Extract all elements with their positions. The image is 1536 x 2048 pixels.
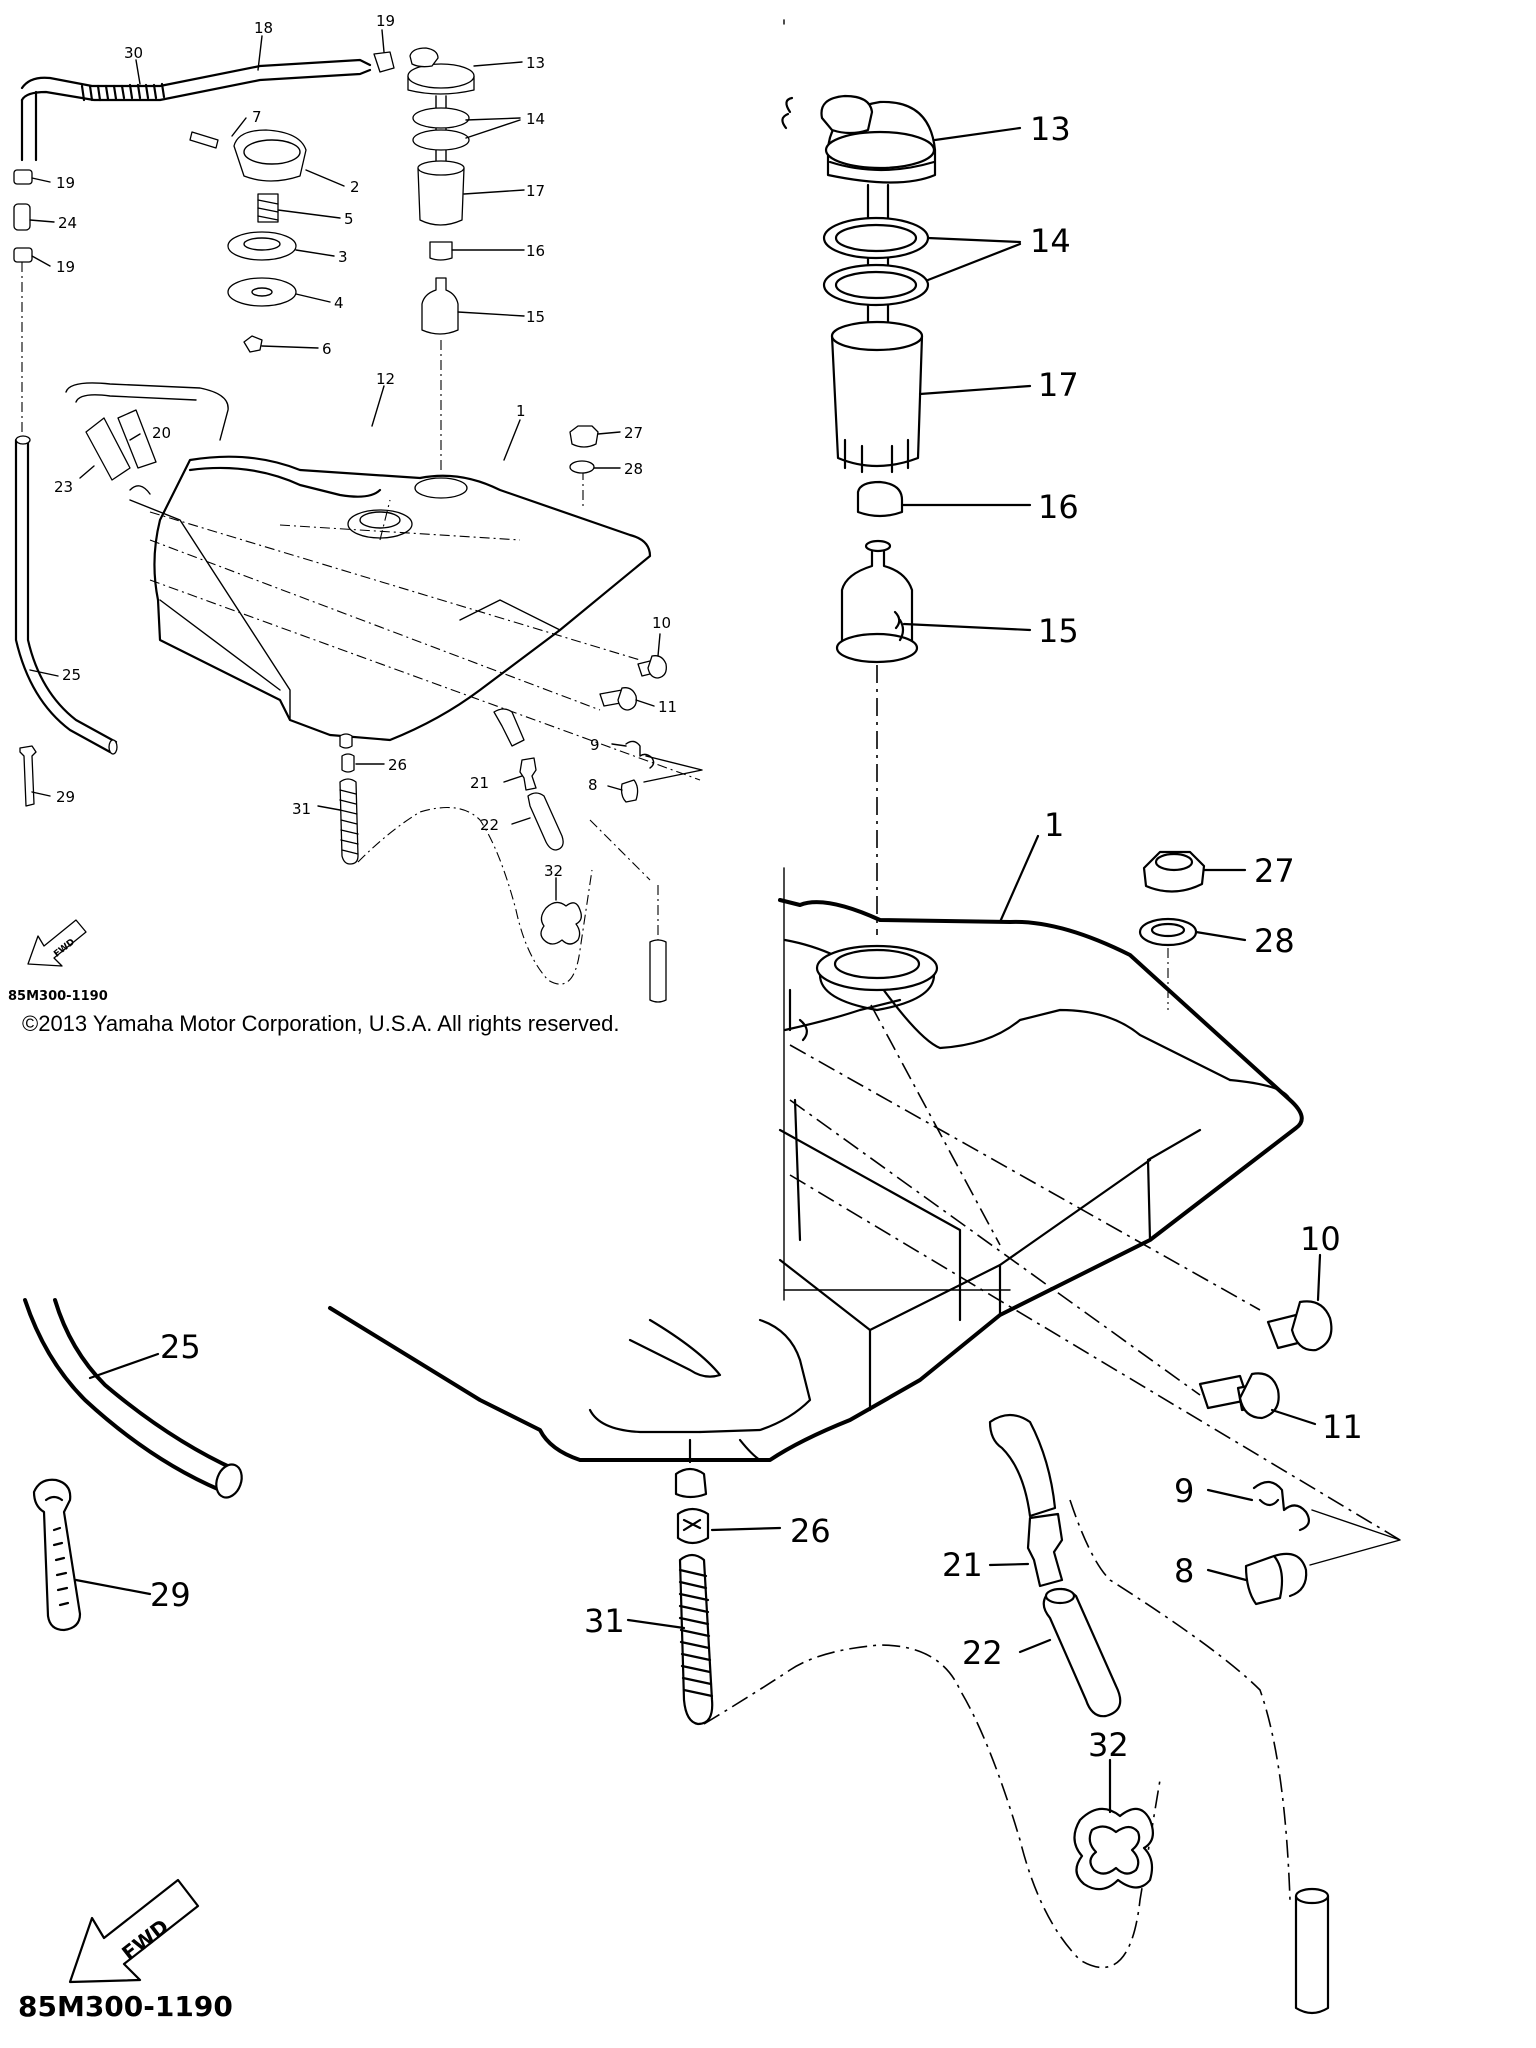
small-callout-1: 1	[516, 402, 526, 420]
callout-8: 8	[1174, 1552, 1194, 1590]
callout-22: 22	[962, 1634, 1003, 1672]
callout-9: 9	[1174, 1472, 1194, 1510]
grommet-part-32	[1073, 1807, 1155, 1891]
small-callout-13: 13	[526, 54, 545, 72]
elbow-hose-part-top	[988, 1413, 1057, 1518]
copyright-notice: ©2013 Yamaha Motor Corporation, U.S.A. A…	[22, 1011, 620, 1036]
spring-hose-part-31	[678, 1553, 714, 1726]
hose-part-25	[23, 1298, 243, 1499]
callout-32: 32	[1088, 1726, 1129, 1764]
small-callout-leaders	[29, 29, 661, 901]
washer-part-28	[1138, 917, 1198, 947]
small-callout-6: 6	[322, 340, 332, 358]
callout-16: 16	[1038, 488, 1079, 526]
nut-part-27	[1142, 850, 1206, 893]
callout-1: 1	[1044, 806, 1064, 844]
small-callout-27: 27	[624, 424, 643, 442]
small-callout-32: 32	[544, 862, 563, 880]
small-callout-24: 24	[58, 214, 77, 232]
bolt-part-11	[1198, 1372, 1280, 1420]
callout-25: 25	[160, 1328, 201, 1366]
small-callout-14: 14	[526, 110, 545, 128]
callout-27: 27	[1254, 852, 1295, 890]
small-callout-31: 31	[292, 800, 311, 818]
small-callout-9: 9	[590, 736, 600, 754]
small-callout-10: 10	[652, 614, 671, 632]
small-callouts: 18 19 30 13 14 7 2 17 19 5 16 24 3 19 15…	[54, 12, 677, 880]
small-callout-11: 11	[658, 698, 677, 716]
tie-part-29	[32, 1478, 82, 1632]
small-callout-8: 8	[588, 776, 598, 794]
callout-11: 11	[1322, 1408, 1363, 1446]
drain-fitting-part-26	[674, 1467, 710, 1545]
small-callout-25: 25	[62, 666, 81, 684]
hose-part-22	[1042, 1587, 1122, 1718]
fitting-part-21	[1026, 1512, 1064, 1588]
small-callout-3: 3	[338, 248, 348, 266]
callout-29: 29	[150, 1576, 191, 1614]
clip-part-16	[856, 480, 904, 518]
small-callout-12: 12	[376, 370, 395, 388]
clip-part-9	[1252, 1480, 1310, 1532]
small-callout-21: 21	[470, 774, 489, 792]
callout-14: 14	[1030, 222, 1071, 260]
part-code-large: 85M300-1190	[18, 1990, 233, 2023]
small-callout-16: 16	[526, 242, 545, 260]
fwd-arrow-large-icon: FWD	[68, 1878, 200, 1984]
small-callout-17: 17	[526, 182, 545, 200]
small-callout-18: 18	[254, 19, 273, 37]
small-callout-4: 4	[334, 294, 344, 312]
small-callout-22: 22	[480, 816, 499, 834]
small-overview-drawing: FWD	[13, 47, 703, 1003]
sleeve-part-17	[830, 334, 924, 468]
callout-10: 10	[1300, 1220, 1341, 1258]
small-callout-20: 20	[152, 424, 171, 442]
callout-21: 21	[942, 1546, 983, 1584]
small-callout-2: 2	[350, 178, 360, 196]
small-callout-15: 15	[526, 308, 545, 326]
large-callouts: 13 14 17 16 15 1 27 28 10 11 9 8 25 29 2…	[150, 110, 1363, 1764]
pipe-part-bottom	[1294, 1887, 1330, 2015]
bolt-part-10	[1266, 1300, 1333, 1352]
small-callout-30: 30	[124, 44, 143, 62]
small-callout-19c: 19	[56, 258, 75, 276]
small-callout-5: 5	[344, 210, 354, 228]
small-callout-23: 23	[54, 478, 73, 496]
part-code-small: 85M300-1190	[8, 989, 108, 1004]
small-callout-26: 26	[388, 756, 407, 774]
small-callout-28: 28	[624, 460, 643, 478]
large-fuel-tank-part-1	[328, 867, 1304, 1464]
small-callout-19b: 19	[56, 174, 75, 192]
small-callout-7: 7	[252, 108, 262, 126]
callout-26: 26	[790, 1512, 831, 1550]
callout-13: 13	[1030, 110, 1071, 148]
large-callout-leaders	[74, 126, 1322, 1814]
callout-17: 17	[1038, 366, 1079, 404]
callout-15: 15	[1038, 612, 1079, 650]
callout-31: 31	[584, 1602, 625, 1640]
small-callout-19a: 19	[376, 12, 395, 30]
large-fuel-pump-assembly	[781, 94, 937, 664]
small-callout-29: 29	[56, 788, 75, 806]
clamp-part-8	[1244, 1552, 1308, 1606]
callout-28: 28	[1254, 922, 1295, 960]
